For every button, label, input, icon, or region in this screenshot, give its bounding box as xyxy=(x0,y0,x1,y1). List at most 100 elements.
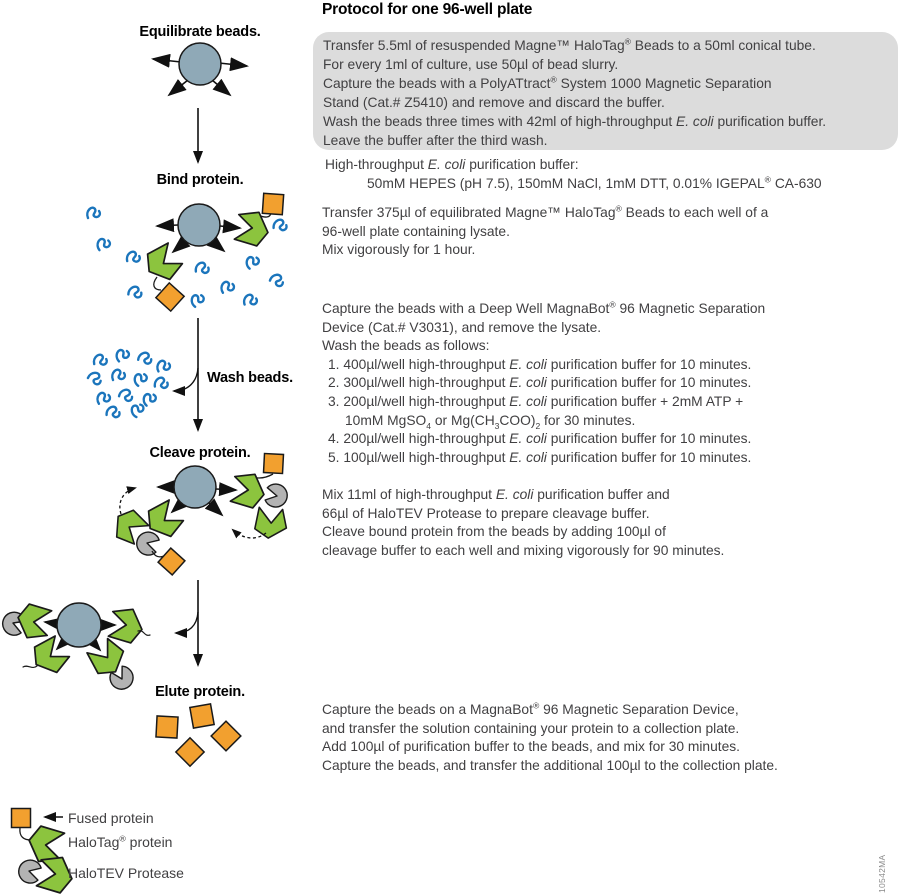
beads-after-cleavage-graphic xyxy=(0,602,151,695)
text-line: and transfer the solution containing you… xyxy=(322,720,740,736)
figure-id-watermark: 10542MA xyxy=(877,854,887,894)
fused-protein-icon xyxy=(261,192,285,216)
contaminant-protein-icon xyxy=(125,249,142,265)
contaminant-protein-icon xyxy=(128,400,147,419)
text-line: High-throughput E. coli purification buf… xyxy=(325,157,579,172)
wash-beads-label: Wash beads. xyxy=(207,370,293,386)
cleave-protein-graphic xyxy=(108,452,290,576)
bind-protein-graphic xyxy=(86,192,290,313)
fused-protein-icon xyxy=(210,720,242,752)
text-line: 66µl of HaloTEV Protease to prepare clea… xyxy=(322,505,650,521)
contaminant-protein-icon xyxy=(126,283,145,301)
flow-diagram xyxy=(0,42,290,894)
halotev-protease-head-icon xyxy=(263,481,290,510)
text-line: Leave the buffer after the third wash. xyxy=(323,133,548,148)
halotag-protein-icon xyxy=(229,473,265,509)
contaminant-protein-icon xyxy=(136,349,155,367)
magnetic-bead-icon xyxy=(56,602,102,648)
contaminant-protein-icon xyxy=(131,369,150,388)
contaminant-protein-icon xyxy=(193,260,212,276)
cleavage-motion-arrow xyxy=(231,528,267,539)
fused-protein-icon xyxy=(155,715,179,739)
contaminant-protein-icon xyxy=(94,235,113,252)
fused-protein-icon xyxy=(174,736,206,768)
fused-protein-icon xyxy=(262,452,285,475)
magnetic-bead-icon xyxy=(173,465,217,509)
text-line: 5. 100µl/well high-throughput E. coli pu… xyxy=(328,449,752,465)
halotag-protein-icon xyxy=(233,211,269,247)
contaminant-protein-icon xyxy=(86,369,105,388)
halotev-protease-head-icon xyxy=(133,528,162,558)
contaminant-protein-icon xyxy=(111,368,127,382)
text-line: Cleave bound protein from the beads by a… xyxy=(322,524,666,540)
contaminant-protein-icon xyxy=(92,352,109,368)
legend-halotev-protease-label: HaloTEV Protease xyxy=(68,865,184,881)
fused-protein-icon xyxy=(188,702,216,730)
halotev-protease-body-icon xyxy=(35,856,73,894)
text-line: Wash the beads as follows: xyxy=(322,338,490,354)
equilibrate-beads-label: Equilibrate beads. xyxy=(139,24,261,40)
magnetic-bead-icon xyxy=(178,42,222,86)
cleave-step-text: Mix 11ml of high-throughput E. coli puri… xyxy=(322,486,724,560)
text-line: 4. 200µl/well high-throughput E. coli pu… xyxy=(328,431,752,447)
contaminant-protein-icon xyxy=(117,386,136,405)
contaminant-protein-icon xyxy=(271,216,290,234)
text-line: Add 100µl of purification buffer to the … xyxy=(322,739,741,755)
halotev-protease-body-icon xyxy=(252,504,288,540)
text-line: 1. 400µl/well high-throughput E. coli pu… xyxy=(328,356,752,372)
contaminant-protein-icon xyxy=(104,403,123,421)
text-line: 2. 300µl/well high-throughput E. coli pu… xyxy=(328,375,752,391)
halotag-protein-icon xyxy=(17,603,53,639)
elute-branch-arrow xyxy=(174,611,199,638)
contaminant-protein-icon xyxy=(268,271,287,290)
halotag-protein-icon xyxy=(28,825,66,863)
contaminant-protein-icon xyxy=(152,375,171,391)
page-title: Protocol for one 96-well plate xyxy=(322,1,533,18)
legend-graphic xyxy=(10,807,73,894)
wash-branch-arrow xyxy=(172,367,199,396)
contaminant-protein-icon xyxy=(113,346,132,363)
contaminant-protein-icon xyxy=(155,358,172,373)
contaminant-protein-icon xyxy=(242,293,259,307)
contaminant-protein-icon xyxy=(86,206,102,220)
text-line: Stand (Cat.# Z5410) and remove and disca… xyxy=(323,95,665,110)
text-line: Mix vigorously for 1 hour. xyxy=(322,242,476,258)
text-line: cleavage buffer to each well and mixing … xyxy=(322,542,725,558)
contaminant-protein-icon xyxy=(140,390,159,408)
fused-protein-icon xyxy=(157,547,186,576)
contaminant-protein-icon xyxy=(219,279,236,295)
legend-halotag-protein-label: HaloTag® protein xyxy=(68,833,173,850)
text-line: Capture the beads, and transfer the addi… xyxy=(322,757,778,773)
equilibrate-beads-graphic xyxy=(151,42,249,97)
bind-protein-label: Bind protein. xyxy=(156,172,244,188)
text-line: Capture the beads with a Deep Well Magna… xyxy=(322,299,766,316)
text-line: Mix 11ml of high-throughput E. coli puri… xyxy=(322,487,670,502)
washed-contaminants-graphic xyxy=(86,346,172,421)
fused-protein-icon xyxy=(154,281,186,313)
text-line: Transfer 5.5ml of resuspended Magne™ Hal… xyxy=(323,36,816,53)
elute-protein-label: Elute protein. xyxy=(155,684,245,700)
magnetic-bead-icon xyxy=(177,203,221,247)
fused-protein-icon xyxy=(10,807,32,829)
contaminant-protein-icon xyxy=(243,253,262,271)
equilibrate-note-text: Transfer 5.5ml of resuspended Magne™ Hal… xyxy=(323,36,826,150)
halotag-protein-icon xyxy=(107,608,143,644)
bind-step-text: Transfer 375µl of equilibrated Magne™ Ha… xyxy=(322,204,768,260)
text-line: For every 1ml of culture, use 50µl of be… xyxy=(323,57,619,72)
cleavage-motion-arrow xyxy=(119,486,137,515)
text-line: 96-well plate containing lysate. xyxy=(322,223,510,239)
cleave-protein-label: Cleave protein. xyxy=(149,445,251,461)
contaminant-protein-icon xyxy=(95,390,112,406)
eluted-protein-graphic xyxy=(155,702,242,768)
equilibrate-note-box xyxy=(313,32,898,150)
text-line: 3. 200µl/well high-throughput E. coli pu… xyxy=(328,393,744,409)
elute-step-text: Capture the beads on a MagnaBot® 96 Magn… xyxy=(322,701,778,775)
buffer-recipe-text: High-throughput E. coli purification buf… xyxy=(325,156,822,193)
text-line: Capture the beads on a MagnaBot® 96 Magn… xyxy=(322,700,739,717)
text-line: Transfer 375µl of equilibrated Magne™ Ha… xyxy=(322,203,769,220)
text-line: 10mM MgSO4 or Mg(CH3COO)2 for 30 minutes… xyxy=(345,412,636,431)
text-line: 50mM HEPES (pH 7.5), 150mM NaCl, 1mM DTT… xyxy=(367,174,822,191)
legend-fused-protein-label: Fused protein xyxy=(68,810,154,826)
wash-step-text: Capture the beads with a Deep Well Magna… xyxy=(322,300,765,467)
